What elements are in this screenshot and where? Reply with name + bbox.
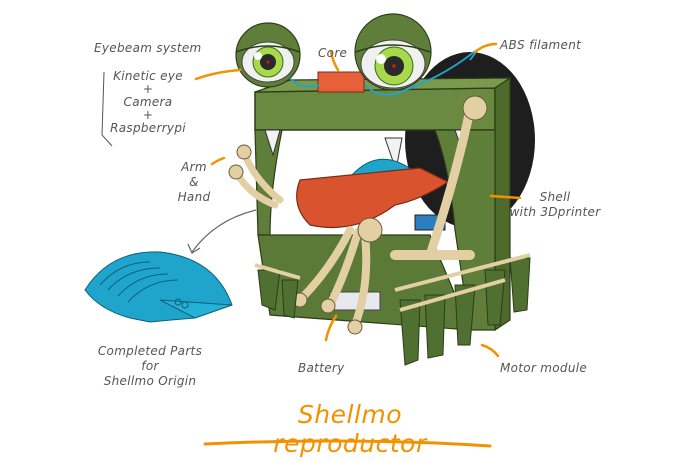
arm-line: Arm (181, 160, 207, 174)
label-arm-hand: Arm & Hand (176, 160, 212, 205)
shell-line: Shell (539, 190, 571, 204)
diagram-title: Shellmo reproductor (273, 400, 427, 458)
completed-line: Completed Parts (97, 344, 203, 358)
label-abs-filament: ABS filament (500, 38, 582, 52)
shell-line: with 3Dprinter (509, 205, 601, 219)
completed-line: for (141, 359, 159, 373)
label-completed-parts: Completed Parts for Shellmo Origin (90, 344, 210, 389)
label-core: Core (318, 46, 348, 60)
title-underline (203, 439, 492, 448)
right-eye (354, 13, 432, 91)
label-shell: Shell with 3Dprinter (500, 190, 610, 220)
label-eyebeam-lines: Kinetic eye + Camera + Raspberrypi (108, 70, 188, 135)
label-battery: Battery (298, 361, 345, 375)
left-eye (235, 22, 301, 88)
arm-line: & (189, 175, 199, 189)
eyebeam-line: Kinetic eye (113, 69, 183, 83)
label-eyebeam-heading: Eyebeam system (94, 41, 202, 55)
arrow-to-parts (191, 209, 257, 253)
eyebeam-line: Raspberrypi (110, 121, 186, 135)
arms (234, 105, 475, 329)
eyebeam-bracket (101, 71, 113, 147)
eyebeam-line: + (142, 82, 154, 96)
eyebeam-line: Camera (123, 95, 173, 109)
eyebeam-line: + (142, 108, 154, 122)
label-motor-module: Motor module (500, 361, 588, 375)
robot-body (254, 76, 513, 332)
callout-lines (194, 42, 522, 358)
completed-line: Shellmo Origin (103, 374, 197, 388)
arm-line: Hand (177, 190, 211, 204)
completed-shell-parts (84, 251, 233, 323)
core-board (317, 71, 365, 93)
